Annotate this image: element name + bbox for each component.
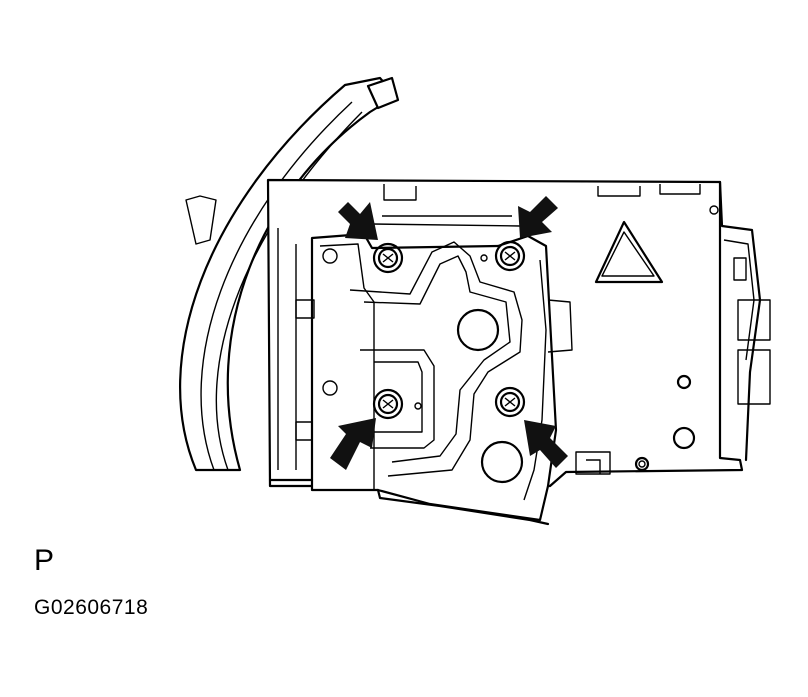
arrow-icon xyxy=(518,196,558,238)
door-frame-strip xyxy=(178,76,400,472)
arrow-icon xyxy=(524,420,568,468)
side-plate-details xyxy=(575,205,771,475)
arrow-icon xyxy=(338,202,378,240)
figure-id: G02606718 xyxy=(34,596,149,619)
bolt-bottom-left xyxy=(372,388,404,420)
view-label: P xyxy=(34,544,55,577)
bolt-top-right xyxy=(494,240,526,272)
mounting-plate xyxy=(268,232,573,526)
bolt-top-left xyxy=(372,242,404,274)
triangle-cutout xyxy=(594,220,664,284)
bolt-bottom-right xyxy=(494,386,526,418)
arrow-icon xyxy=(330,418,376,470)
